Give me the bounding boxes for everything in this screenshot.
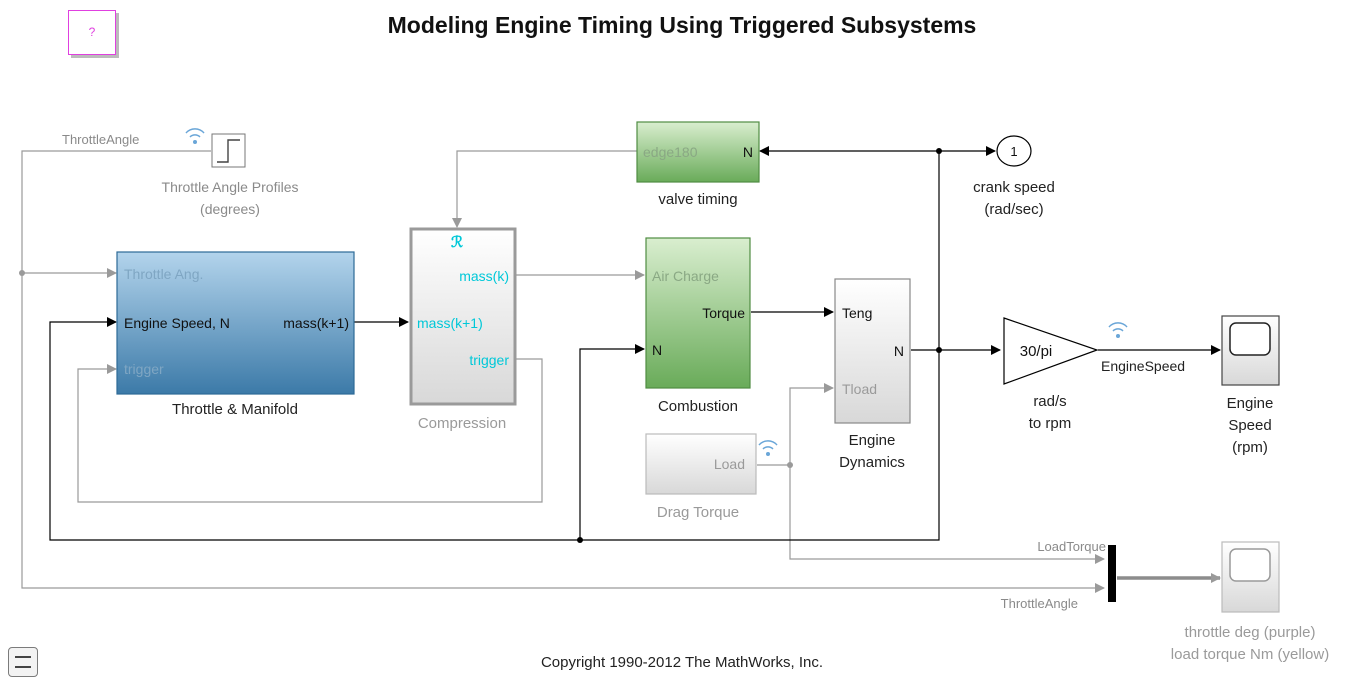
compression-block[interactable] <box>409 227 517 406</box>
valve-timing-label: valve timing <box>658 191 737 208</box>
crank-speed-label: crank speed <box>973 179 1055 196</box>
port-mass-k1-out: mass(k+1) <box>283 315 349 331</box>
logging-icon <box>1108 322 1128 338</box>
outport-number: 1 <box>1010 144 1017 159</box>
load-line[interactable] <box>757 383 834 466</box>
compression-label: Compression <box>418 415 506 432</box>
throttle-manifold-block[interactable] <box>116 251 355 395</box>
throttle-angle-profiles-block[interactable] <box>211 133 246 168</box>
port-trigger: trigger <box>124 361 164 377</box>
gain-label: rad/s <box>1033 393 1066 410</box>
throttle-angle-profiles-label-2: (degrees) <box>200 201 260 217</box>
engine-dynamics-label-2: Dynamics <box>839 454 905 471</box>
speed-feedback-line[interactable] <box>49 317 940 541</box>
edge180-line[interactable] <box>452 150 637 228</box>
combustion-block[interactable] <box>645 237 751 389</box>
crank-speed-label-2: (rad/sec) <box>984 201 1043 218</box>
port-load: Load <box>714 456 745 472</box>
crank-speed-outport[interactable] <box>996 135 1032 167</box>
throttle-manifold-label: Throttle & Manifold <box>172 401 298 418</box>
port-combustion-N: N <box>652 342 662 358</box>
valve-timing-block[interactable] <box>636 121 760 183</box>
port-engine-N: N <box>894 343 904 359</box>
signal-lines <box>19 146 1221 593</box>
engine-speed-scope-label: Engine <box>1227 395 1274 412</box>
port-valve-N: N <box>743 144 753 160</box>
combustion-N-line[interactable] <box>579 344 645 540</box>
logging-icon <box>185 128 205 144</box>
engine-dynamics-label: Engine <box>849 432 896 449</box>
port-engine-speed: Engine Speed, N <box>124 315 230 331</box>
throttle-load-scope[interactable] <box>1221 541 1280 613</box>
combustion-label: Combustion <box>658 398 738 415</box>
port-throttle-ang: Throttle Ang. <box>124 266 203 282</box>
throttle-angle-line[interactable] <box>21 150 1105 593</box>
page-title: Modeling Engine Timing Using Triggered S… <box>387 12 977 38</box>
port-edge180: edge180 <box>643 144 698 160</box>
logging-icon <box>758 440 778 456</box>
engine-speed-scope[interactable] <box>1221 315 1280 386</box>
help-block[interactable]: ? <box>68 10 116 55</box>
engine-speed-signal-label: EngineSpeed <box>1101 358 1185 374</box>
throttle-load-scope-label: throttle deg (purple) <box>1185 624 1316 641</box>
trigger-feedback-line[interactable] <box>77 358 543 503</box>
engine-speed-scope-label-2: Speed <box>1228 417 1271 434</box>
port-torque: Torque <box>702 305 745 321</box>
port-mass-k1-in: mass(k+1) <box>417 315 483 331</box>
port-air-charge: Air Charge <box>652 268 719 284</box>
gain-value: 30/pi <box>1020 343 1053 360</box>
throttle-angle-mux-label: ThrottleAngle <box>1001 596 1078 611</box>
throttle-load-scope-label-2: load torque Nm (yellow) <box>1171 646 1329 663</box>
gain-block[interactable] <box>1003 317 1099 385</box>
mux-block[interactable] <box>1108 545 1116 602</box>
collapse-button[interactable] <box>8 647 38 677</box>
port-teng: Teng <box>842 305 872 321</box>
engine-speed-scope-label-3: (rpm) <box>1232 439 1268 456</box>
trigger-icon: ℛ <box>451 234 463 251</box>
load-torque-line[interactable] <box>789 465 1105 564</box>
throttle-angle-signal-label: ThrottleAngle <box>62 132 139 147</box>
gain-label-2: to rpm <box>1029 415 1072 432</box>
load-torque-signal-label: LoadTorque <box>1037 539 1106 554</box>
throttle-angle-profiles-label: Throttle Angle Profiles <box>162 179 299 195</box>
port-tload: Tload <box>842 381 877 397</box>
drag-torque-label: Drag Torque <box>657 504 739 521</box>
port-mass-k-out: mass(k) <box>459 268 509 284</box>
engine-dynamics-block[interactable] <box>834 278 911 424</box>
copyright-note: Copyright 1990-2012 The MathWorks, Inc. <box>540 654 824 671</box>
port-trigger-out: trigger <box>469 352 509 368</box>
drag-torque-block[interactable] <box>645 433 757 495</box>
